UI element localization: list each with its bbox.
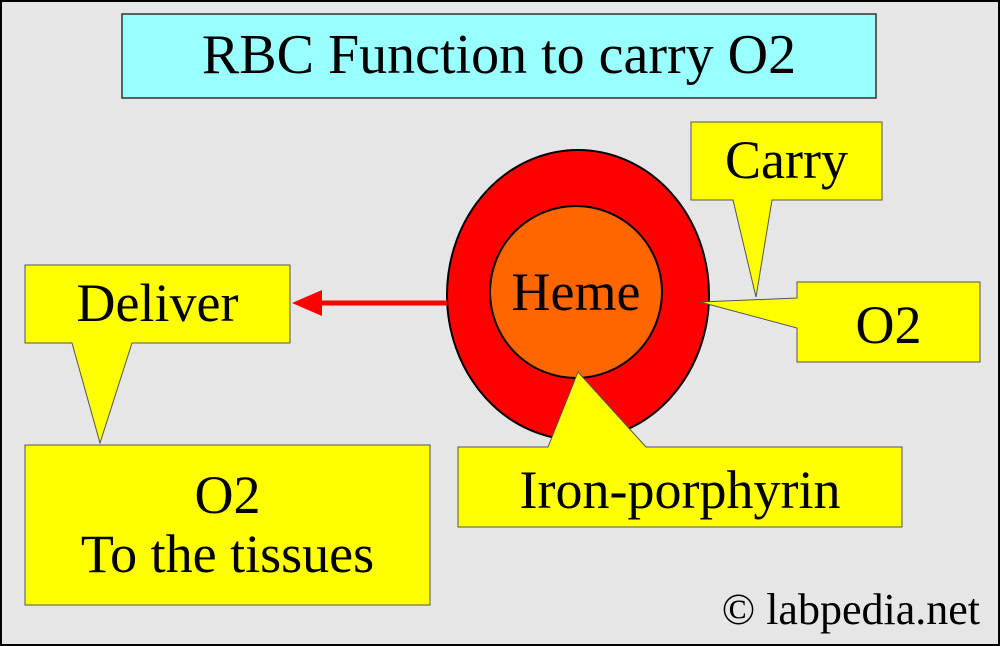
iron-porphyrin-label: Iron-porphyrin <box>519 460 841 521</box>
heme-label: Heme <box>511 262 641 323</box>
tissues-o2-label: O2 <box>194 464 261 525</box>
tissues-label: To the tissues <box>80 524 375 584</box>
deliver-arrow-head <box>292 290 322 316</box>
watermark: © labpedia.net <box>721 584 980 634</box>
title: RBC Function to carry O2 <box>201 24 797 87</box>
o2-callout <box>699 281 981 363</box>
carry-callout <box>690 121 883 298</box>
iron-callout <box>457 371 903 528</box>
tissues-box <box>24 444 431 606</box>
o2-label: O2 <box>855 295 922 356</box>
deliver-callout <box>24 264 291 445</box>
carry-label: Carry <box>725 130 848 191</box>
title-box <box>121 13 877 99</box>
deliver-label: Deliver <box>76 273 239 334</box>
